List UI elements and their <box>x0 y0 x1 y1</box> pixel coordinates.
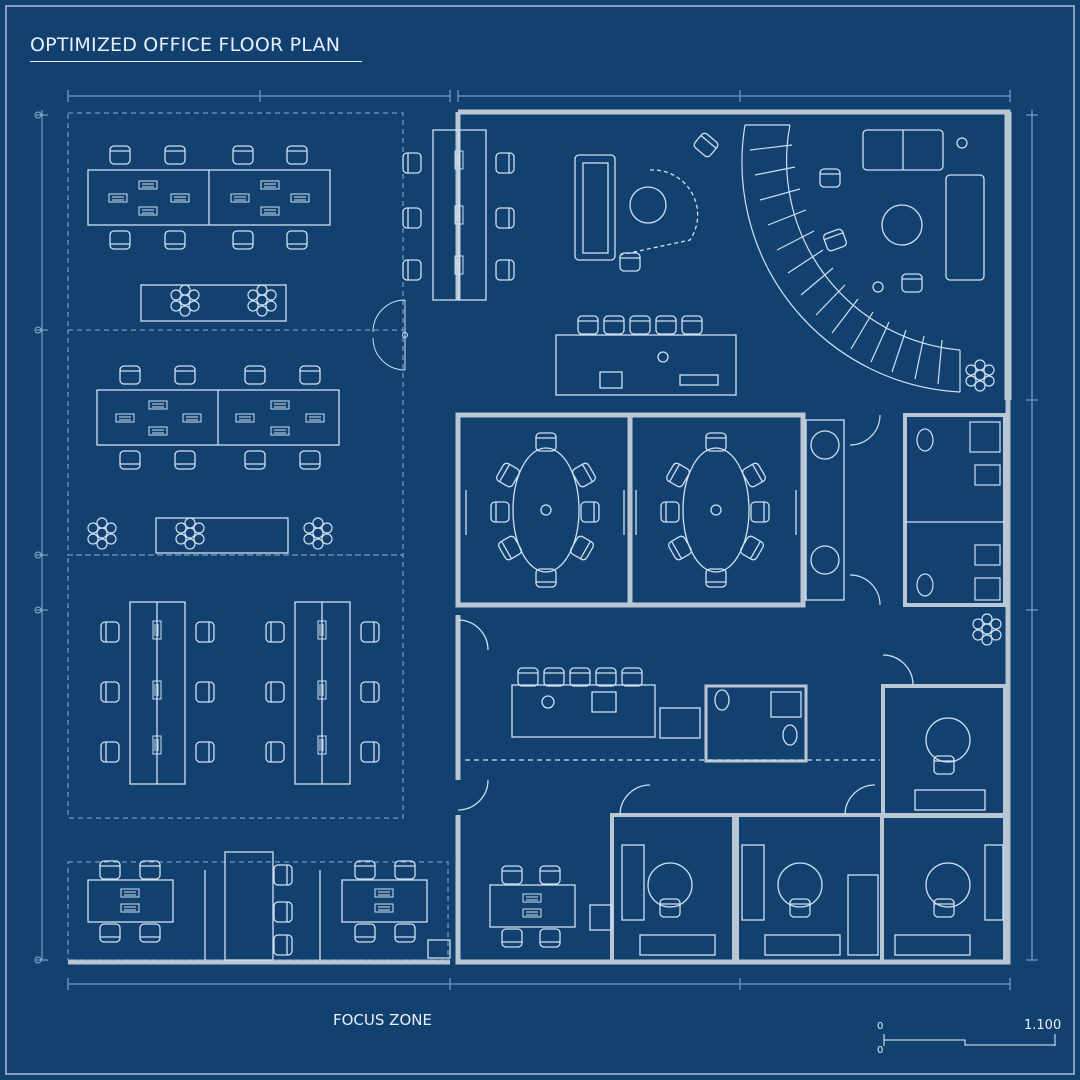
walls <box>68 109 1012 965</box>
title-underline <box>30 61 362 62</box>
desk-cluster-1 <box>87 145 331 322</box>
scale-ratio: 1.100 <box>1024 1018 1062 1033</box>
restrooms <box>849 413 1007 607</box>
scale-zero-top: 0 <box>877 1021 884 1032</box>
bench-desks <box>100 129 515 785</box>
page-title: OPTIMIZED OFFICE FLOOR PLAN <box>30 34 341 56</box>
kitchen-middle <box>455 615 880 811</box>
desk-cluster-2 <box>87 365 340 554</box>
private-offices <box>427 613 1007 964</box>
bottom-desks <box>87 851 576 961</box>
curved-staircase <box>741 124 995 393</box>
scale-bar <box>883 1034 1056 1046</box>
dimension-lines <box>34 90 1038 990</box>
page-border <box>5 5 1075 1075</box>
lounge-area <box>574 129 985 293</box>
kitchen-island-top <box>555 315 737 396</box>
zone-label: FOCUS ZONE <box>333 1011 432 1029</box>
open-office-zones <box>67 112 449 961</box>
conference-rooms <box>455 412 845 608</box>
scale-zero-bottom: 0 <box>877 1045 884 1056</box>
